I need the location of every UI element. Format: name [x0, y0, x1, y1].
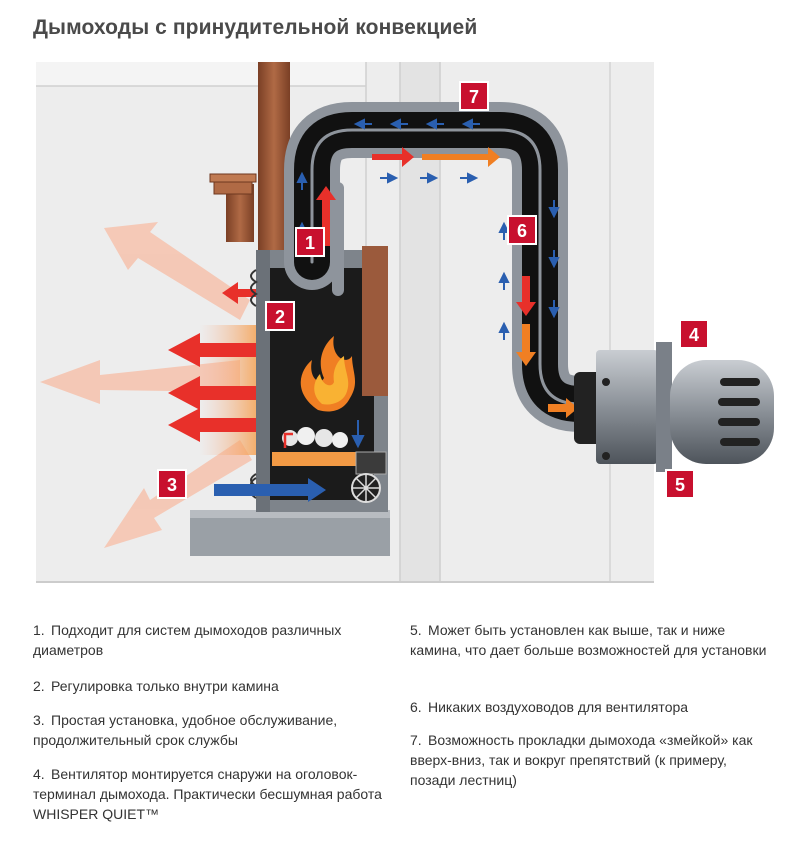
- legend-item-5: 5.Может быть установлен как выше, так и …: [410, 622, 767, 658]
- badge-3: 3: [157, 469, 187, 499]
- svg-text:6: 6: [517, 221, 527, 241]
- svg-text:3: 3: [167, 475, 177, 495]
- exhaust-fan-unit: [574, 342, 774, 472]
- svg-text:5: 5: [675, 475, 685, 495]
- svg-text:1: 1: [305, 233, 315, 253]
- fireplace-body: [250, 246, 388, 512]
- legend-item-6: 6.Никаких воздуховодов для вентилятора: [410, 699, 689, 715]
- badge-1: 1: [295, 227, 325, 257]
- legend-item-7: 7.Возможность прокладки дымохода «змейко…: [410, 732, 753, 788]
- badge-6: 6: [507, 215, 537, 245]
- legend-item-2: 2.Регулировка только внутри камина: [33, 678, 279, 694]
- page-title: Дымоходы с принудительной конвекцией: [33, 16, 478, 39]
- svg-text:4: 4: [689, 325, 699, 345]
- legend-item-1: 1.Подходит для систем дымоходов различны…: [33, 622, 342, 658]
- flue-duct: [284, 102, 628, 432]
- svg-text:7: 7: [469, 87, 479, 107]
- legend-item-3: 3.Простая установка, удобное обслуживани…: [33, 712, 338, 748]
- cool-air-arrows: [214, 118, 560, 502]
- legend-item-4: 4.Вентилятор монтируется снаружи на огол…: [33, 766, 382, 822]
- badge-2: 2: [265, 301, 295, 331]
- hot-gas-arrows: [316, 147, 578, 418]
- fireplace-diagram: 1 2 3 4 5 6 7: [36, 62, 774, 583]
- badge-5: 5: [665, 469, 695, 499]
- badge-7: 7: [459, 81, 489, 111]
- badge-4: 4: [679, 319, 709, 349]
- svg-text:2: 2: [275, 307, 285, 327]
